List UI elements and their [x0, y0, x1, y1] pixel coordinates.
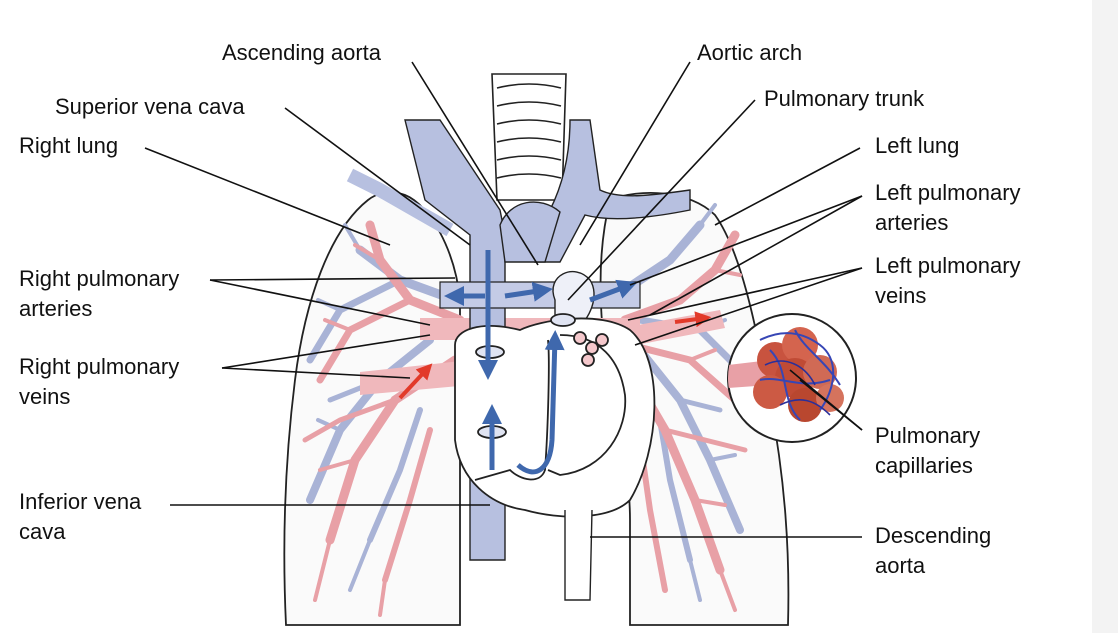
label-descending-aorta-line1: Descending — [875, 523, 992, 548]
label-aortic-arch: Aortic arch — [697, 40, 803, 65]
label-superior-vena-cava: Superior vena cava — [55, 94, 245, 119]
label-pulmonary-capillaries-line1: Pulmonary — [875, 423, 981, 448]
leader-lines — [144, 61, 863, 538]
label-left-pulmonary-arteries-line1: Left pulmonary — [875, 180, 1021, 205]
pulmonary-capillaries-inset — [727, 313, 857, 443]
label-right-pulmonary-veins: Right pulmonary veins — [19, 352, 179, 412]
label-left-pulmonary-veins: Left pulmonary veins — [875, 251, 1021, 311]
label-right-pulmonary-veins-line1: Right pulmonary — [19, 354, 180, 379]
trachea — [491, 73, 567, 201]
label-left-pulmonary-veins-line2: veins — [875, 283, 927, 308]
label-inferior-vena-cava: Inferior vena cava — [19, 487, 141, 547]
label-left-pulmonary-arteries: Left pulmonary arteries — [875, 178, 1021, 238]
label-descending-aorta-line2: aorta — [875, 553, 926, 578]
label-right-pulmonary-arteries-line2: arteries — [19, 296, 93, 321]
label-left-pulmonary-arteries-line2: arteries — [875, 210, 949, 235]
label-left-lung: Left lung — [875, 133, 960, 158]
label-right-lung: Right lung — [19, 133, 119, 158]
label-inferior-vena-cava-line1: Inferior vena — [19, 489, 142, 514]
label-pulmonary-trunk: Pulmonary trunk — [764, 86, 925, 111]
label-descending-aorta: Descending aorta — [875, 521, 991, 581]
label-right-pulmonary-veins-line2: veins — [19, 384, 71, 409]
label-ascending-aorta: Ascending aorta — [222, 40, 381, 65]
descending-aorta-shape — [564, 509, 593, 601]
label-inferior-vena-cava-line2: cava — [19, 519, 66, 544]
label-right-pulmonary-arteries: Right pulmonary arteries — [19, 264, 179, 324]
label-pulmonary-capillaries: Pulmonary capillaries — [875, 421, 980, 481]
aortic-arch-shape — [499, 119, 691, 263]
flow-arrows — [478, 250, 565, 475]
label-left-pulmonary-veins-line1: Left pulmonary — [875, 253, 1021, 278]
label-right-pulmonary-arteries-line1: Right pulmonary — [19, 266, 180, 291]
label-pulmonary-capillaries-line2: capillaries — [875, 453, 973, 478]
right-edge-strip — [1092, 0, 1118, 633]
